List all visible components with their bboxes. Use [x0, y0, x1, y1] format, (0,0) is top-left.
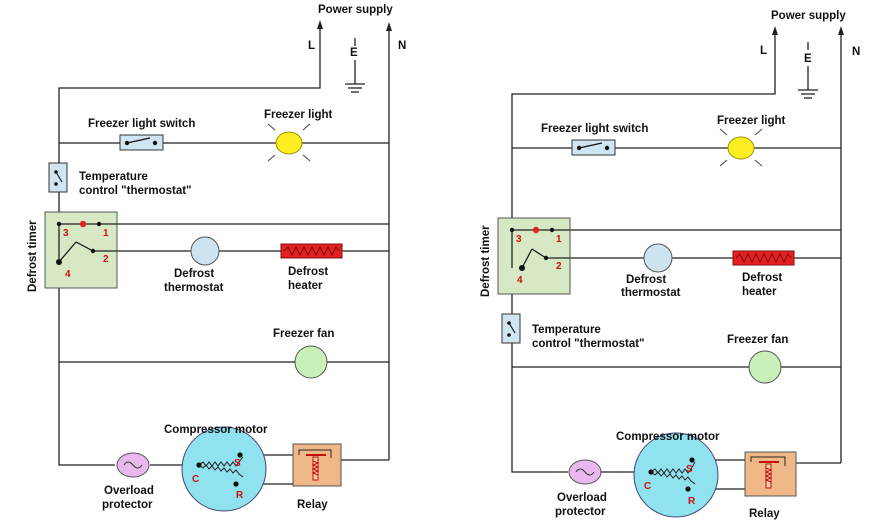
defrost-timer [497, 217, 571, 295]
timer-terminal-1: 1 [103, 228, 109, 239]
freezer-fan-label: Freezer fan [727, 334, 788, 346]
defrost-heater [280, 243, 343, 259]
compressor-motor [633, 432, 719, 518]
neutral-N-label: N [852, 46, 860, 58]
defrost-thermostat-label-line1: Defrost [174, 268, 214, 280]
earth-E-label: E [804, 53, 812, 65]
timer-terminal-2: 2 [103, 254, 109, 265]
temperature-control-label-line2: control "thermostat" [79, 185, 192, 197]
N-arrow [838, 26, 844, 35]
compressor-motor [181, 426, 267, 512]
defrost-heater-label-line1: Defrost [742, 272, 782, 284]
power-supply-label: Power supply [318, 4, 393, 16]
compressor-terminal-R: R [688, 496, 696, 507]
wiring [511, 34, 842, 490]
overload-protector [568, 459, 602, 485]
earth-ground-symbol [798, 42, 818, 99]
neutral-N-label: N [398, 40, 406, 52]
wiring-diagram-left: Power supply L E N [27, 4, 406, 512]
defrost-timer [44, 211, 118, 289]
defrost-heater-label-line2: heater [288, 280, 323, 292]
timer-terminal-1: 1 [556, 234, 562, 245]
relay-label: Relay [297, 499, 328, 511]
freezer-fan-label: Freezer fan [273, 328, 334, 340]
freezer-light-bulb [267, 123, 311, 162]
overload-protector-label-line2: protector [102, 499, 153, 511]
relay-label: Relay [749, 508, 780, 520]
defrost-timer-label: Defrost timer [27, 220, 39, 292]
timer-terminal-4: 4 [65, 269, 71, 280]
temperature-control-thermostat [48, 162, 68, 193]
freezer-fan [294, 345, 328, 379]
temperature-control-label-line1: Temperature [532, 324, 601, 336]
earth-E-label: E [350, 47, 358, 59]
timer-terminal-3: 3 [63, 228, 69, 239]
defrost-thermostat-label-line2: thermostat [621, 287, 681, 299]
freezer-fan [748, 350, 782, 384]
L-arrow [317, 20, 323, 29]
compressor-terminal-C: C [192, 474, 199, 485]
compressor-terminal-R: R [236, 490, 244, 501]
compressor-terminal-C: C [644, 481, 651, 492]
overload-protector-label-line1: Overload [557, 492, 607, 504]
L-arrow [772, 26, 778, 35]
overload-protector [116, 452, 150, 478]
compressor-motor-label: Compressor motor [164, 424, 268, 436]
overload-protector-label-line1: Overload [104, 485, 154, 497]
overload-protector-label-line2: protector [555, 506, 606, 518]
compressor-terminal-S: S [234, 458, 241, 469]
defrost-heater-label-line2: heater [742, 286, 777, 298]
defrost-thermostat-label-line2: thermostat [164, 282, 224, 294]
N-arrow [386, 22, 392, 31]
relay [292, 443, 342, 487]
line-L-label: L [308, 40, 315, 52]
freezer-light-switch-label: Freezer light switch [541, 123, 648, 135]
temperature-control-label-line2: control "thermostat" [532, 338, 645, 350]
defrost-timer-label: Defrost timer [480, 225, 492, 297]
timer-terminal-4: 4 [517, 275, 523, 286]
defrost-thermostat-label-line1: Defrost [626, 274, 666, 286]
defrost-thermostat [643, 243, 673, 273]
wiring-diagram-right: Power supply L E N [480, 10, 860, 520]
freezer-light-switch [119, 134, 164, 151]
compressor-terminal-S: S [686, 464, 693, 475]
defrost-heater-label-line1: Defrost [288, 266, 328, 278]
defrost-thermostat [190, 236, 220, 266]
defrost-heater [732, 250, 795, 266]
timer-terminal-3: 3 [516, 234, 522, 245]
timer-terminal-2: 2 [556, 261, 562, 272]
freezer-light-switch-label: Freezer light switch [88, 118, 195, 130]
power-supply-label: Power supply [771, 10, 846, 22]
wiring [58, 28, 390, 485]
relay [744, 451, 797, 497]
freezer-light-label: Freezer light [264, 109, 333, 121]
temperature-control-thermostat [501, 313, 521, 344]
freezer-light-switch [571, 139, 616, 156]
line-L-label: L [760, 45, 767, 57]
temperature-control-label-line1: Temperature [79, 171, 148, 183]
compressor-motor-label: Compressor motor [616, 431, 720, 443]
freezer-light-bulb [719, 128, 763, 167]
earth-ground-symbol [345, 38, 365, 93]
freezer-light-label: Freezer light [717, 115, 786, 127]
